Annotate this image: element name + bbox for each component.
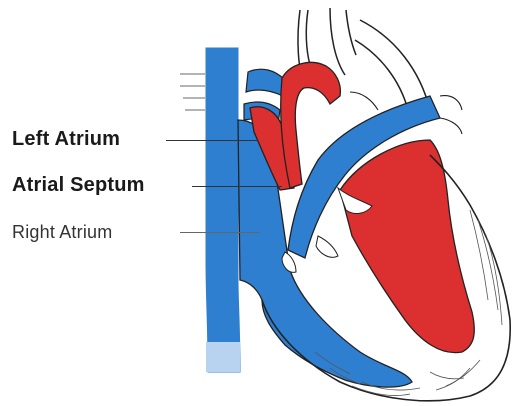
- pulmonary-branch-upper: [246, 69, 285, 96]
- aorta: [298, 8, 430, 110]
- label-left-atrium: Left Atrium: [12, 128, 120, 151]
- vena-cava-fade: [206, 342, 240, 372]
- label-right-atrium: Right Atrium: [12, 222, 112, 243]
- pulmonary-vessel-lines: [180, 74, 205, 110]
- label-atrial-septum: Atrial Septum: [12, 174, 145, 197]
- vena-cava: [206, 48, 240, 372]
- leader-line-right-atrium: [180, 232, 260, 233]
- leader-line-atrial-septum: [192, 186, 282, 187]
- left-ventricle: [340, 140, 474, 353]
- leader-line-left-atrium: [166, 140, 258, 141]
